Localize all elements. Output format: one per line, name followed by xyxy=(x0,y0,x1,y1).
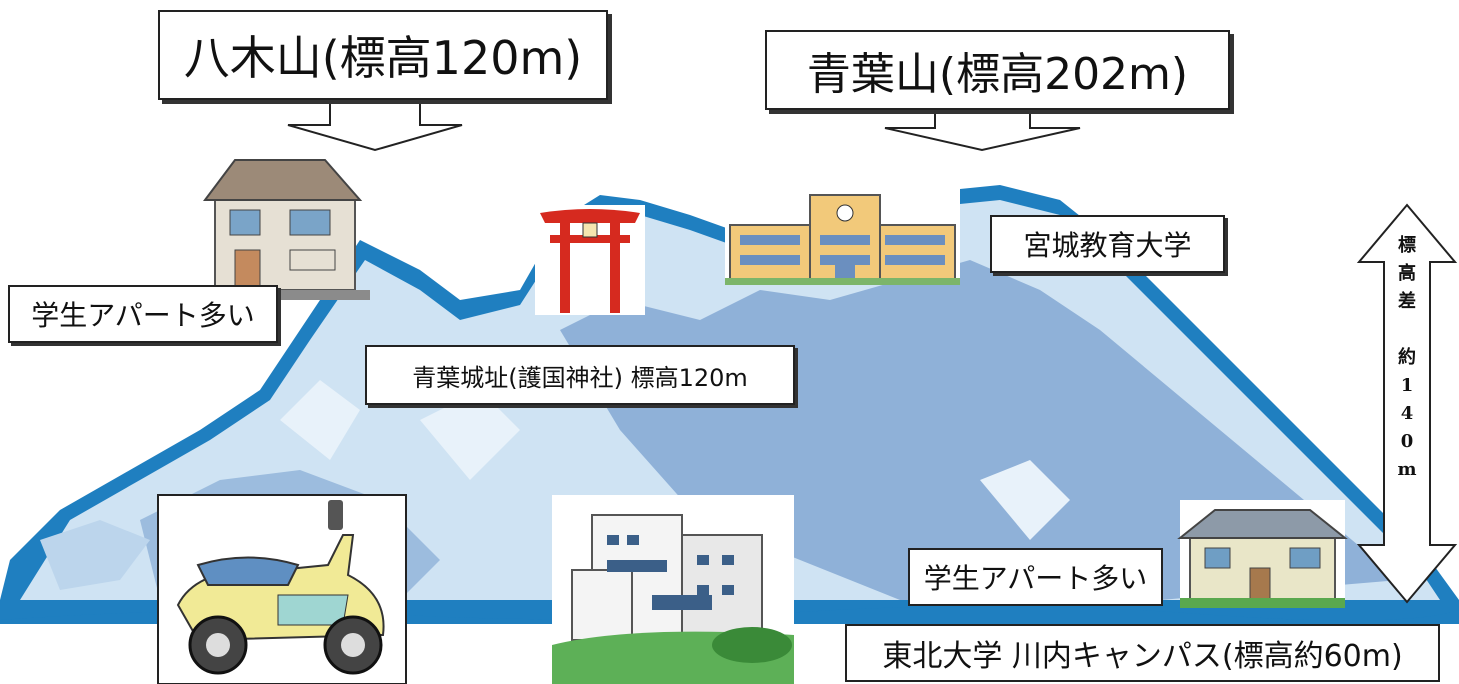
apartment-house-icon xyxy=(1177,500,1348,608)
elevation-char: 標 xyxy=(1398,235,1416,256)
torii-icon xyxy=(535,205,645,315)
campus-building-icon xyxy=(552,495,794,684)
student-apartments-right-label: 学生アパート多い xyxy=(908,548,1163,606)
house-icon xyxy=(200,159,370,300)
school-building-icon xyxy=(725,185,960,285)
elevation-char: 高 xyxy=(1398,263,1416,284)
arrow-down-hachiman xyxy=(287,99,463,152)
arrow-down-aoba xyxy=(884,109,1081,152)
aoba-yama-label: 青葉山(標高202m) xyxy=(765,30,1230,110)
elevation-char: 約 xyxy=(1398,347,1416,368)
student-apartments-left-label: 学生アパート多い xyxy=(8,285,278,343)
elevation-char: m xyxy=(1397,459,1417,480)
elevation-char xyxy=(1382,316,1432,344)
tohoku-university-label: 東北大学 川内キャンパス(標高約60m) xyxy=(845,624,1440,682)
hachiman-yama-label: 八木山(標高120m) xyxy=(158,10,608,100)
double-arrow-icon xyxy=(1356,203,1458,604)
scooter-icon xyxy=(157,494,407,684)
elevation-char: 0 xyxy=(1400,431,1414,452)
miyagi-university-label: 宮城教育大学 xyxy=(990,215,1225,273)
elevation-char: 1 xyxy=(1400,375,1414,396)
castle-site-label: 青葉城址(護国神社) 標高120m xyxy=(365,345,795,405)
elevation-char: 差 xyxy=(1398,291,1416,312)
elevation-difference-label: 標 高 差 約 1 4 0 m xyxy=(1382,232,1432,484)
elevation-char: 4 xyxy=(1400,403,1414,424)
